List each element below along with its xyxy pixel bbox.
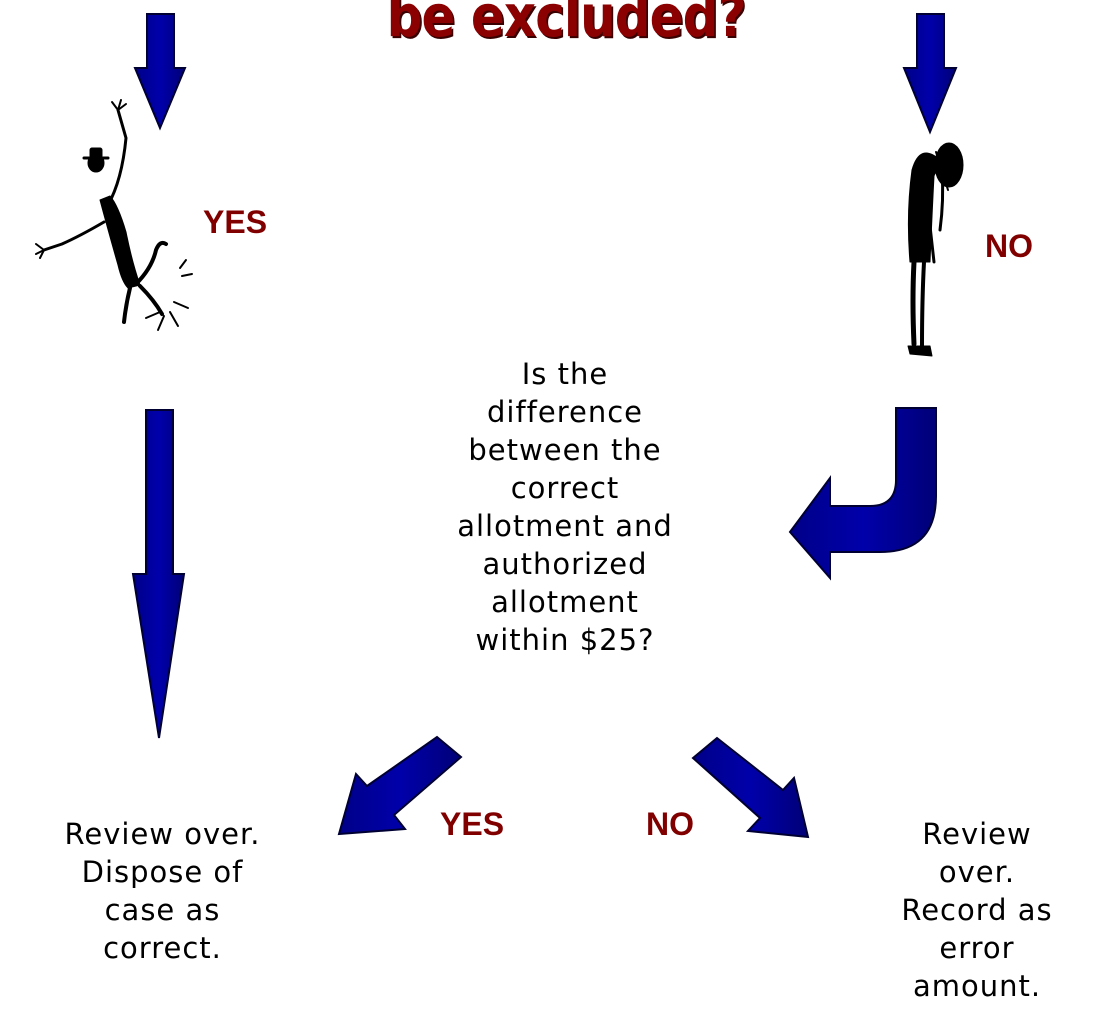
- question-line: allotment and: [457, 509, 673, 543]
- label-no-top: NO: [985, 228, 1033, 264]
- label-yes-bottom: YES: [440, 806, 505, 842]
- arrow-long-left: [131, 409, 186, 739]
- arrow-top-left: [133, 13, 187, 131]
- outcome-right-line: Review: [922, 817, 1032, 851]
- outcome-right-line: Record as: [901, 893, 1053, 927]
- outcome-left-text: Review over. Dispose of case as correct.: [0, 815, 325, 967]
- question-line: difference: [486, 395, 644, 429]
- outcome-left-line: correct.: [103, 931, 222, 965]
- arrow-bottom-left: [337, 735, 463, 836]
- question-line: allotment: [491, 585, 639, 619]
- outcome-left-line: case as: [104, 893, 221, 927]
- slumped-figure-icon: [907, 142, 964, 357]
- outcome-right-line: over.: [938, 855, 1016, 889]
- question-line: within $25?: [475, 623, 655, 657]
- arrow-top-right: [902, 13, 958, 135]
- outcome-right-line: amount.: [912, 969, 1042, 1003]
- outcome-right-line: error: [939, 931, 1015, 965]
- outcome-left-line: Review over.: [64, 817, 261, 851]
- outcome-left-line: Dispose of: [81, 855, 244, 889]
- question-line: Is the: [521, 357, 609, 391]
- outcome-right-text: Review over. Record as error amount.: [855, 815, 1099, 1005]
- arrow-bottom-right: [691, 736, 810, 839]
- question-line: correct: [510, 471, 620, 505]
- arrow-curved-right: [788, 407, 937, 581]
- question-line: between the: [468, 433, 662, 467]
- label-yes-top: YES: [203, 204, 268, 240]
- page-title: be excluded?: [386, 0, 747, 50]
- label-no-bottom: NO: [646, 806, 694, 842]
- question-text: Is the difference between the correct al…: [390, 355, 740, 659]
- jumping-figure-icon: [35, 99, 193, 331]
- question-line: authorized: [482, 547, 648, 581]
